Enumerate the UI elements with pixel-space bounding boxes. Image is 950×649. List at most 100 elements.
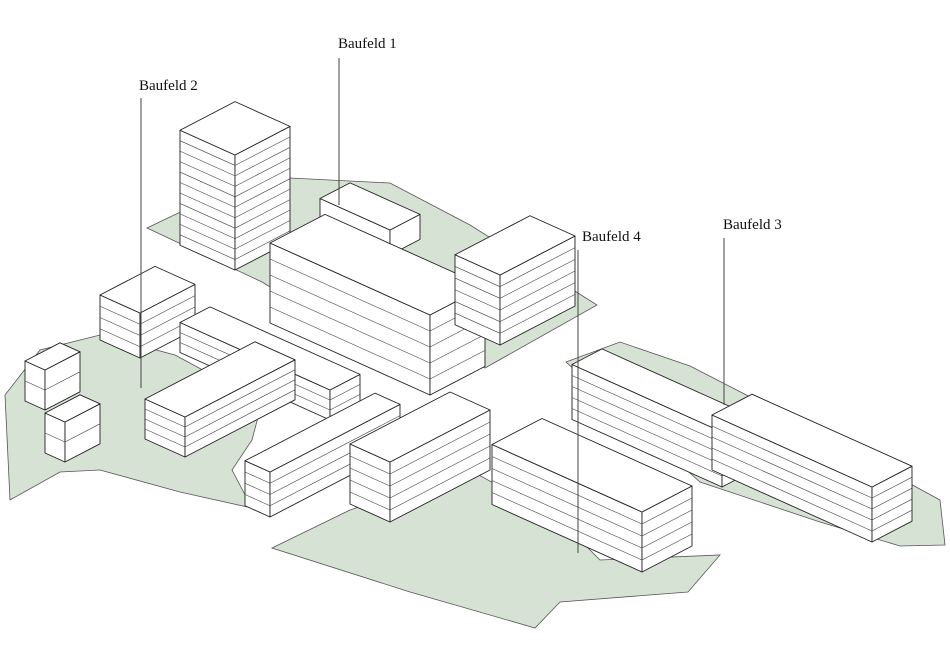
floor-line (234, 136, 291, 166)
floor-line (349, 491, 391, 511)
floor-line (499, 259, 576, 299)
floor-line (871, 509, 913, 532)
floor-line (144, 418, 186, 438)
tower-baufeld-1 (179, 101, 291, 271)
roof (491, 418, 693, 513)
floor-line (139, 306, 196, 336)
floor-line (389, 433, 491, 487)
floor-line (184, 379, 296, 438)
floor-line (349, 479, 391, 499)
label-baufeld-4: Baufeld 4 (582, 229, 641, 245)
floor-line (491, 480, 643, 549)
floor-line (499, 247, 576, 287)
floor-line (349, 467, 391, 487)
floor-line (454, 266, 501, 287)
floor-line (144, 428, 186, 448)
floor-line (454, 289, 501, 311)
housing-block-baufeld-1 (454, 215, 576, 346)
floor-line (139, 295, 196, 325)
bar-left-baufeld-4 (349, 391, 491, 523)
floor-line (491, 492, 643, 561)
floor-line (184, 389, 296, 448)
floor-line (179, 150, 236, 177)
floor-line (184, 369, 296, 428)
floor-line (64, 423, 101, 443)
floor-line (711, 447, 873, 521)
floor-line (329, 384, 361, 401)
floor-line (571, 386, 723, 455)
floor-line (269, 306, 431, 380)
floor-line (499, 282, 576, 322)
floor-line (429, 334, 486, 364)
roof (144, 341, 296, 418)
bar-middle-baufeld-2 (144, 341, 296, 458)
floor-line (454, 312, 501, 334)
floor-line (234, 178, 291, 208)
bar-long-baufeld-3 (711, 393, 913, 543)
floor-line (179, 161, 236, 187)
floor-line (491, 468, 643, 537)
roof (349, 391, 491, 463)
floor-line (234, 157, 291, 187)
label-baufeld-3: Baufeld 3 (723, 217, 782, 233)
floor-line (711, 425, 873, 499)
floor-line (99, 328, 141, 348)
floor-line (871, 487, 913, 510)
roof (244, 392, 401, 473)
floor-line (244, 471, 271, 484)
buildings (24, 101, 913, 573)
floor-line (571, 375, 723, 444)
floor-line (179, 224, 236, 250)
roof (24, 342, 81, 371)
floor-line (454, 277, 501, 299)
label-baufeld-2: Baufeld 2 (139, 78, 198, 94)
floor-line (641, 497, 693, 525)
floor-line (389, 445, 491, 499)
roof (711, 393, 913, 488)
floor-line (491, 456, 643, 525)
floor-line (234, 230, 291, 260)
floor-line (234, 188, 291, 218)
floor-line (179, 192, 236, 219)
floor-line (44, 432, 66, 443)
roof (44, 394, 101, 423)
floor-line (234, 209, 291, 239)
floor-line (641, 509, 693, 537)
floor-line (99, 305, 141, 325)
floor-line (269, 258, 431, 332)
floor-line (641, 521, 693, 549)
roof (179, 101, 291, 156)
floor-line (234, 199, 291, 229)
floor-line (244, 494, 271, 507)
floor-line (179, 234, 236, 260)
roof (99, 265, 196, 314)
floor-line (179, 213, 236, 239)
floor-line (329, 394, 361, 411)
floor-line (711, 436, 873, 510)
floor-line (349, 455, 391, 475)
floor-line (179, 171, 236, 198)
small-house-2 (44, 394, 101, 463)
floor-line (244, 482, 271, 495)
floor-line (571, 397, 723, 466)
roof (319, 182, 421, 231)
floor-line (179, 182, 236, 208)
floor-line (499, 270, 576, 311)
floor-line (389, 457, 491, 511)
floor-line (454, 301, 501, 322)
roof (454, 215, 576, 276)
floor-line (234, 147, 291, 177)
floor-line (234, 167, 291, 198)
floor-line (269, 274, 431, 348)
corner-block-baufeld-2 (99, 265, 196, 359)
floor-line (429, 350, 486, 380)
floor-line (179, 140, 236, 166)
leader-lines (140, 58, 725, 553)
floor-line (179, 203, 236, 229)
floor-line (269, 290, 431, 364)
floor-line (99, 317, 141, 336)
floor-line (571, 408, 723, 477)
floor-line (711, 458, 873, 532)
floor-line (44, 371, 81, 391)
